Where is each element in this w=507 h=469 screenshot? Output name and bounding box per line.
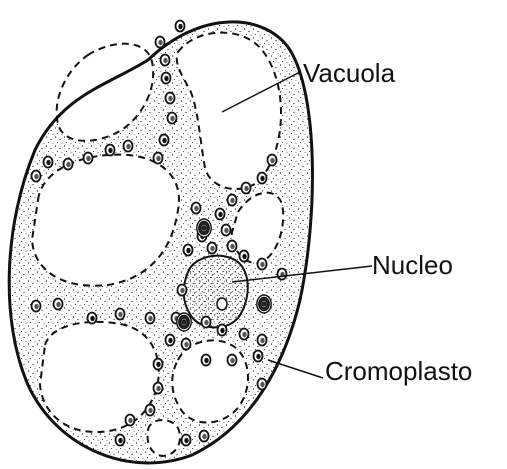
chromoplast [222,225,231,236]
chromoplast [146,405,155,416]
nucleus [184,256,248,328]
chromoplast [64,159,73,170]
chromoplast [240,329,249,340]
chromoplast-large [177,313,191,331]
chromoplast [162,73,171,84]
chromoplast [124,141,133,152]
chromoplast [202,317,211,328]
chromoplast [258,173,267,184]
vacuole-bottom-center [148,420,181,456]
chromoplast [44,157,53,168]
chromoplast [216,209,225,220]
chromoplast [254,351,263,362]
chromoplast [242,183,251,194]
chromoplast [182,435,191,446]
label-cromoplasto: Cromoplasto [325,358,472,384]
chromoplast [192,203,201,214]
chromoplast [182,339,191,350]
label-nucleo: Nucleo [372,252,453,278]
chromoplast [154,359,163,370]
chromoplast [154,383,163,394]
chromoplast [184,245,193,256]
chromoplast [84,153,93,164]
chromoplast [160,135,169,146]
chromoplast [208,243,217,254]
chromoplast [178,285,187,296]
chromoplast [218,325,227,336]
chromoplast [258,335,267,346]
chromoplast [258,379,267,390]
chromoplast [268,155,277,166]
chromoplast [228,241,237,252]
chromoplast [258,259,267,270]
chromoplast [166,93,175,104]
chromoplast [126,415,135,426]
chromoplast [161,55,170,66]
chromoplast [32,171,41,182]
chromoplast [116,309,125,320]
chromoplast-large [257,295,271,313]
chromoplast [228,195,237,206]
vacuole-bottom-right [172,340,248,422]
chromoplast [200,431,209,442]
nucleolus [217,298,227,310]
chromoplast [54,299,63,310]
chromoplast [166,335,175,346]
chromoplast [146,313,155,324]
chromoplast [32,301,41,312]
chromoplast [156,37,165,48]
label-vacuola: Vacuola [303,60,395,86]
chromoplast [116,435,125,446]
chromoplast [278,269,287,280]
chromoplast [240,251,249,262]
chromoplast [154,153,163,164]
chromoplast [88,313,97,324]
chromoplast [176,21,185,32]
chromoplast [168,113,177,124]
chromoplast [106,145,115,156]
chromoplast [202,355,211,366]
chromoplast-large [197,219,211,237]
chromoplast [228,355,237,366]
